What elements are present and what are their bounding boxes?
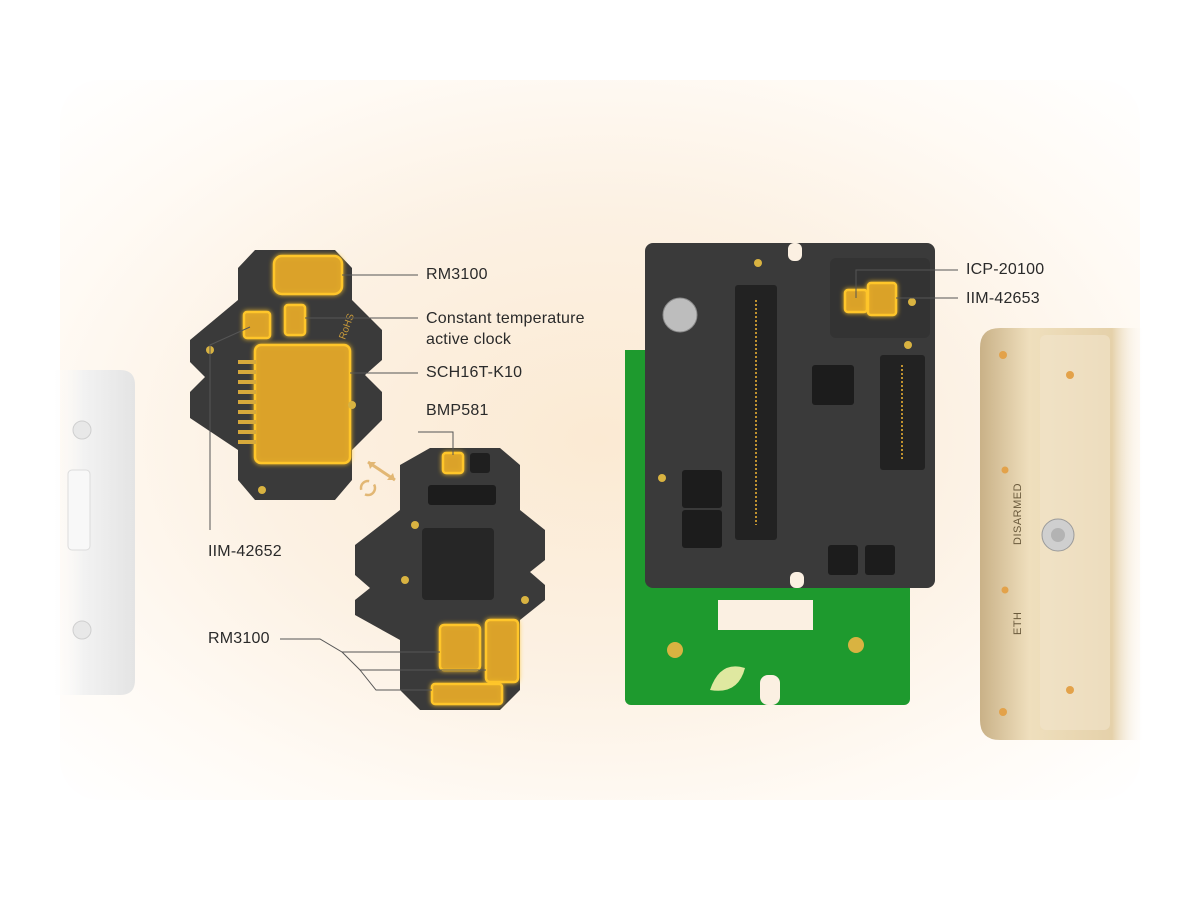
- label-bmp581: BMP581: [426, 402, 489, 419]
- gold-case: [980, 328, 1145, 740]
- label-icp20100: ICP-20100: [966, 261, 1045, 278]
- rm3100-bottom-chip-c: [430, 682, 504, 706]
- iim42653-chip: [866, 281, 898, 317]
- label-rm3100-bottom: RM3100: [208, 630, 270, 647]
- rm3100-bottom-chip-a: [438, 623, 482, 672]
- bmp581-chip: [441, 451, 465, 475]
- white-case: [50, 370, 135, 695]
- sch16t-chip: [253, 343, 352, 465]
- label-iim42652: IIM-42652: [208, 543, 282, 560]
- label-sch16t: SCH16T-K10: [426, 364, 523, 381]
- label-clock-line2: active clock: [426, 331, 512, 348]
- sensor-board-top: RoHS: [190, 250, 382, 500]
- sensor-board-bottom: [355, 448, 545, 710]
- flight-controller-board: [645, 243, 935, 588]
- carrier-board-green: [625, 350, 910, 705]
- label-iim42653: IIM-42653: [966, 290, 1040, 307]
- case-label-eth: ETH: [1012, 611, 1024, 636]
- case-label-disarmed: DISARMED: [1012, 482, 1024, 545]
- leader-lines: [209, 269, 958, 691]
- rm3100-top-chip: [272, 254, 344, 296]
- rm3100-bottom-chip-b: [484, 618, 520, 684]
- label-rm3100-top: RM3100: [426, 266, 488, 283]
- rotate-icon: [359, 460, 396, 497]
- label-clock-line1: Constant temperature: [426, 310, 585, 327]
- clock-chip: [283, 303, 307, 337]
- iim42652-chip: [242, 310, 272, 340]
